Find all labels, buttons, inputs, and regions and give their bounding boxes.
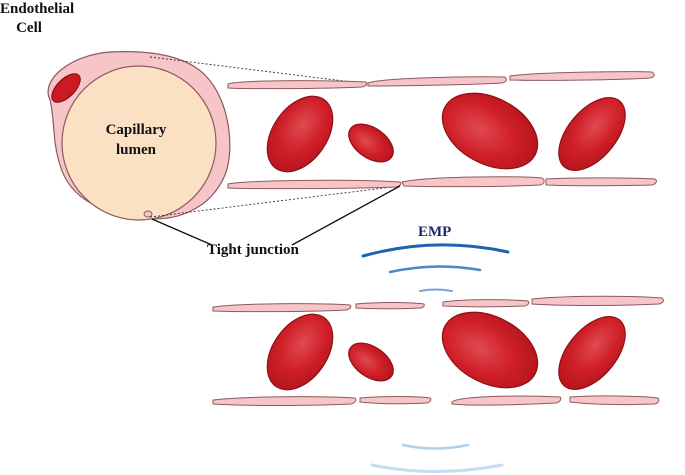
- tight-junction-label: Tight junction: [207, 242, 299, 258]
- endothelial-cell-label-line2: Cell: [16, 20, 42, 36]
- capillary-lumen: [61, 65, 217, 221]
- intact-capillary: [227, 71, 657, 190]
- tight-junction-dot: [143, 210, 153, 218]
- red-blood-cell: [558, 316, 626, 390]
- zoom-lines: [149, 56, 401, 218]
- endothelial-cell-label-line1: Endothelial: [0, 1, 75, 17]
- red-blood-cell: [266, 95, 334, 173]
- capillary-lumen-label-line2: lumen: [115, 142, 156, 158]
- disrupted-capillary: [212, 295, 664, 406]
- red-blood-cell: [348, 342, 394, 382]
- top-wall-upper: [227, 71, 655, 90]
- endothelial-cell-label: Endothelial Cell: [0, 0, 75, 38]
- capillary-cross-section: [47, 51, 231, 221]
- emp-waves: [361, 243, 510, 473]
- capillary-lumen-label-line1: Capillary: [105, 122, 167, 138]
- endothelial-nucleus: [51, 73, 81, 103]
- red-blood-cells-top: [266, 92, 626, 173]
- top-wall-lower: [227, 176, 657, 190]
- bottom-wall-upper: [212, 295, 664, 313]
- red-blood-cell: [441, 311, 539, 389]
- red-blood-cell: [558, 97, 626, 171]
- tight-junction-pointers: [151, 185, 401, 246]
- red-blood-cell: [266, 313, 334, 391]
- capillary-lumen-label: Capillary lumen: [100, 120, 172, 160]
- red-blood-cell: [348, 123, 394, 163]
- red-blood-cells-bottom: [266, 311, 626, 391]
- red-blood-cell: [441, 92, 539, 170]
- bottom-wall-lower: [212, 395, 660, 406]
- emp-label: EMP: [418, 224, 452, 240]
